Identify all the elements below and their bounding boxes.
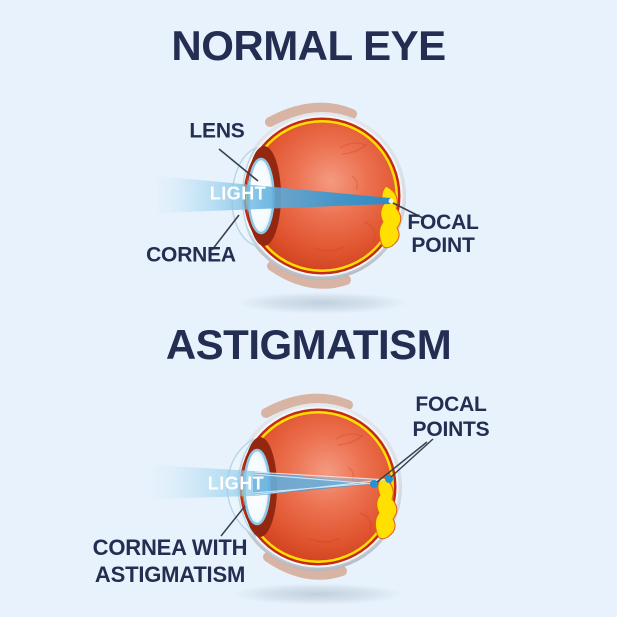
focal-points-label-line1: FOCAL — [415, 393, 487, 416]
light-label-astigmatism: LIGHT — [207, 473, 265, 494]
crossing-light-rays — [252, 471, 391, 496]
normal-eye-diagram — [157, 108, 424, 314]
light-label-normal: LIGHT — [209, 183, 267, 204]
cornea-astig-leader-line — [220, 505, 246, 537]
cornea-label: CORNEA — [146, 243, 236, 267]
focal-point-flare — [388, 198, 394, 204]
normal-eyeball — [236, 108, 408, 314]
focal-point-label-line2: POINT — [411, 234, 475, 257]
lens-leader-line — [218, 148, 259, 182]
focal-point-label: FOCAL POINT — [407, 211, 479, 257]
astigmatism-eye-diagram — [153, 399, 434, 605]
cornea-astigmatism-label-line1: CORNEA WITH — [92, 535, 248, 560]
leader-lines-astigmatism — [220, 438, 434, 537]
cornea-astigmatism-label-line2: ASTIGMATISM — [94, 562, 246, 587]
focal-point-dot-near — [370, 480, 378, 488]
focal-point-leader-line — [392, 202, 424, 219]
beam-wedge-primary — [253, 471, 374, 496]
lens-label: LENS — [189, 119, 245, 143]
focal-points-leader-line-1 — [390, 438, 434, 478]
leader-lines-normal — [211, 148, 424, 251]
astigmatism-eyeball — [232, 399, 404, 605]
cornea-normal — [231, 146, 259, 248]
light-beam-astigmatism — [153, 465, 253, 499]
cornea-leader-line — [211, 214, 240, 251]
focal-points-label: FOCAL POINTS — [413, 392, 490, 442]
focal-point-label-line1: FOCAL — [407, 211, 479, 234]
focal-points-leader-line-2 — [376, 441, 428, 483]
astigmatism-title: ASTIGMATISM — [165, 321, 452, 368]
cornea-astigmatism-label: CORNEA WITH ASTIGMATISM — [93, 534, 248, 588]
light-beam-normal — [157, 176, 392, 213]
beam-wedge-secondary — [253, 474, 390, 493]
focal-points-label-line2: POINTS — [412, 418, 490, 441]
cornea-astigmatism — [226, 438, 257, 538]
normal-eye-title: NORMAL EYE — [171, 22, 446, 69]
